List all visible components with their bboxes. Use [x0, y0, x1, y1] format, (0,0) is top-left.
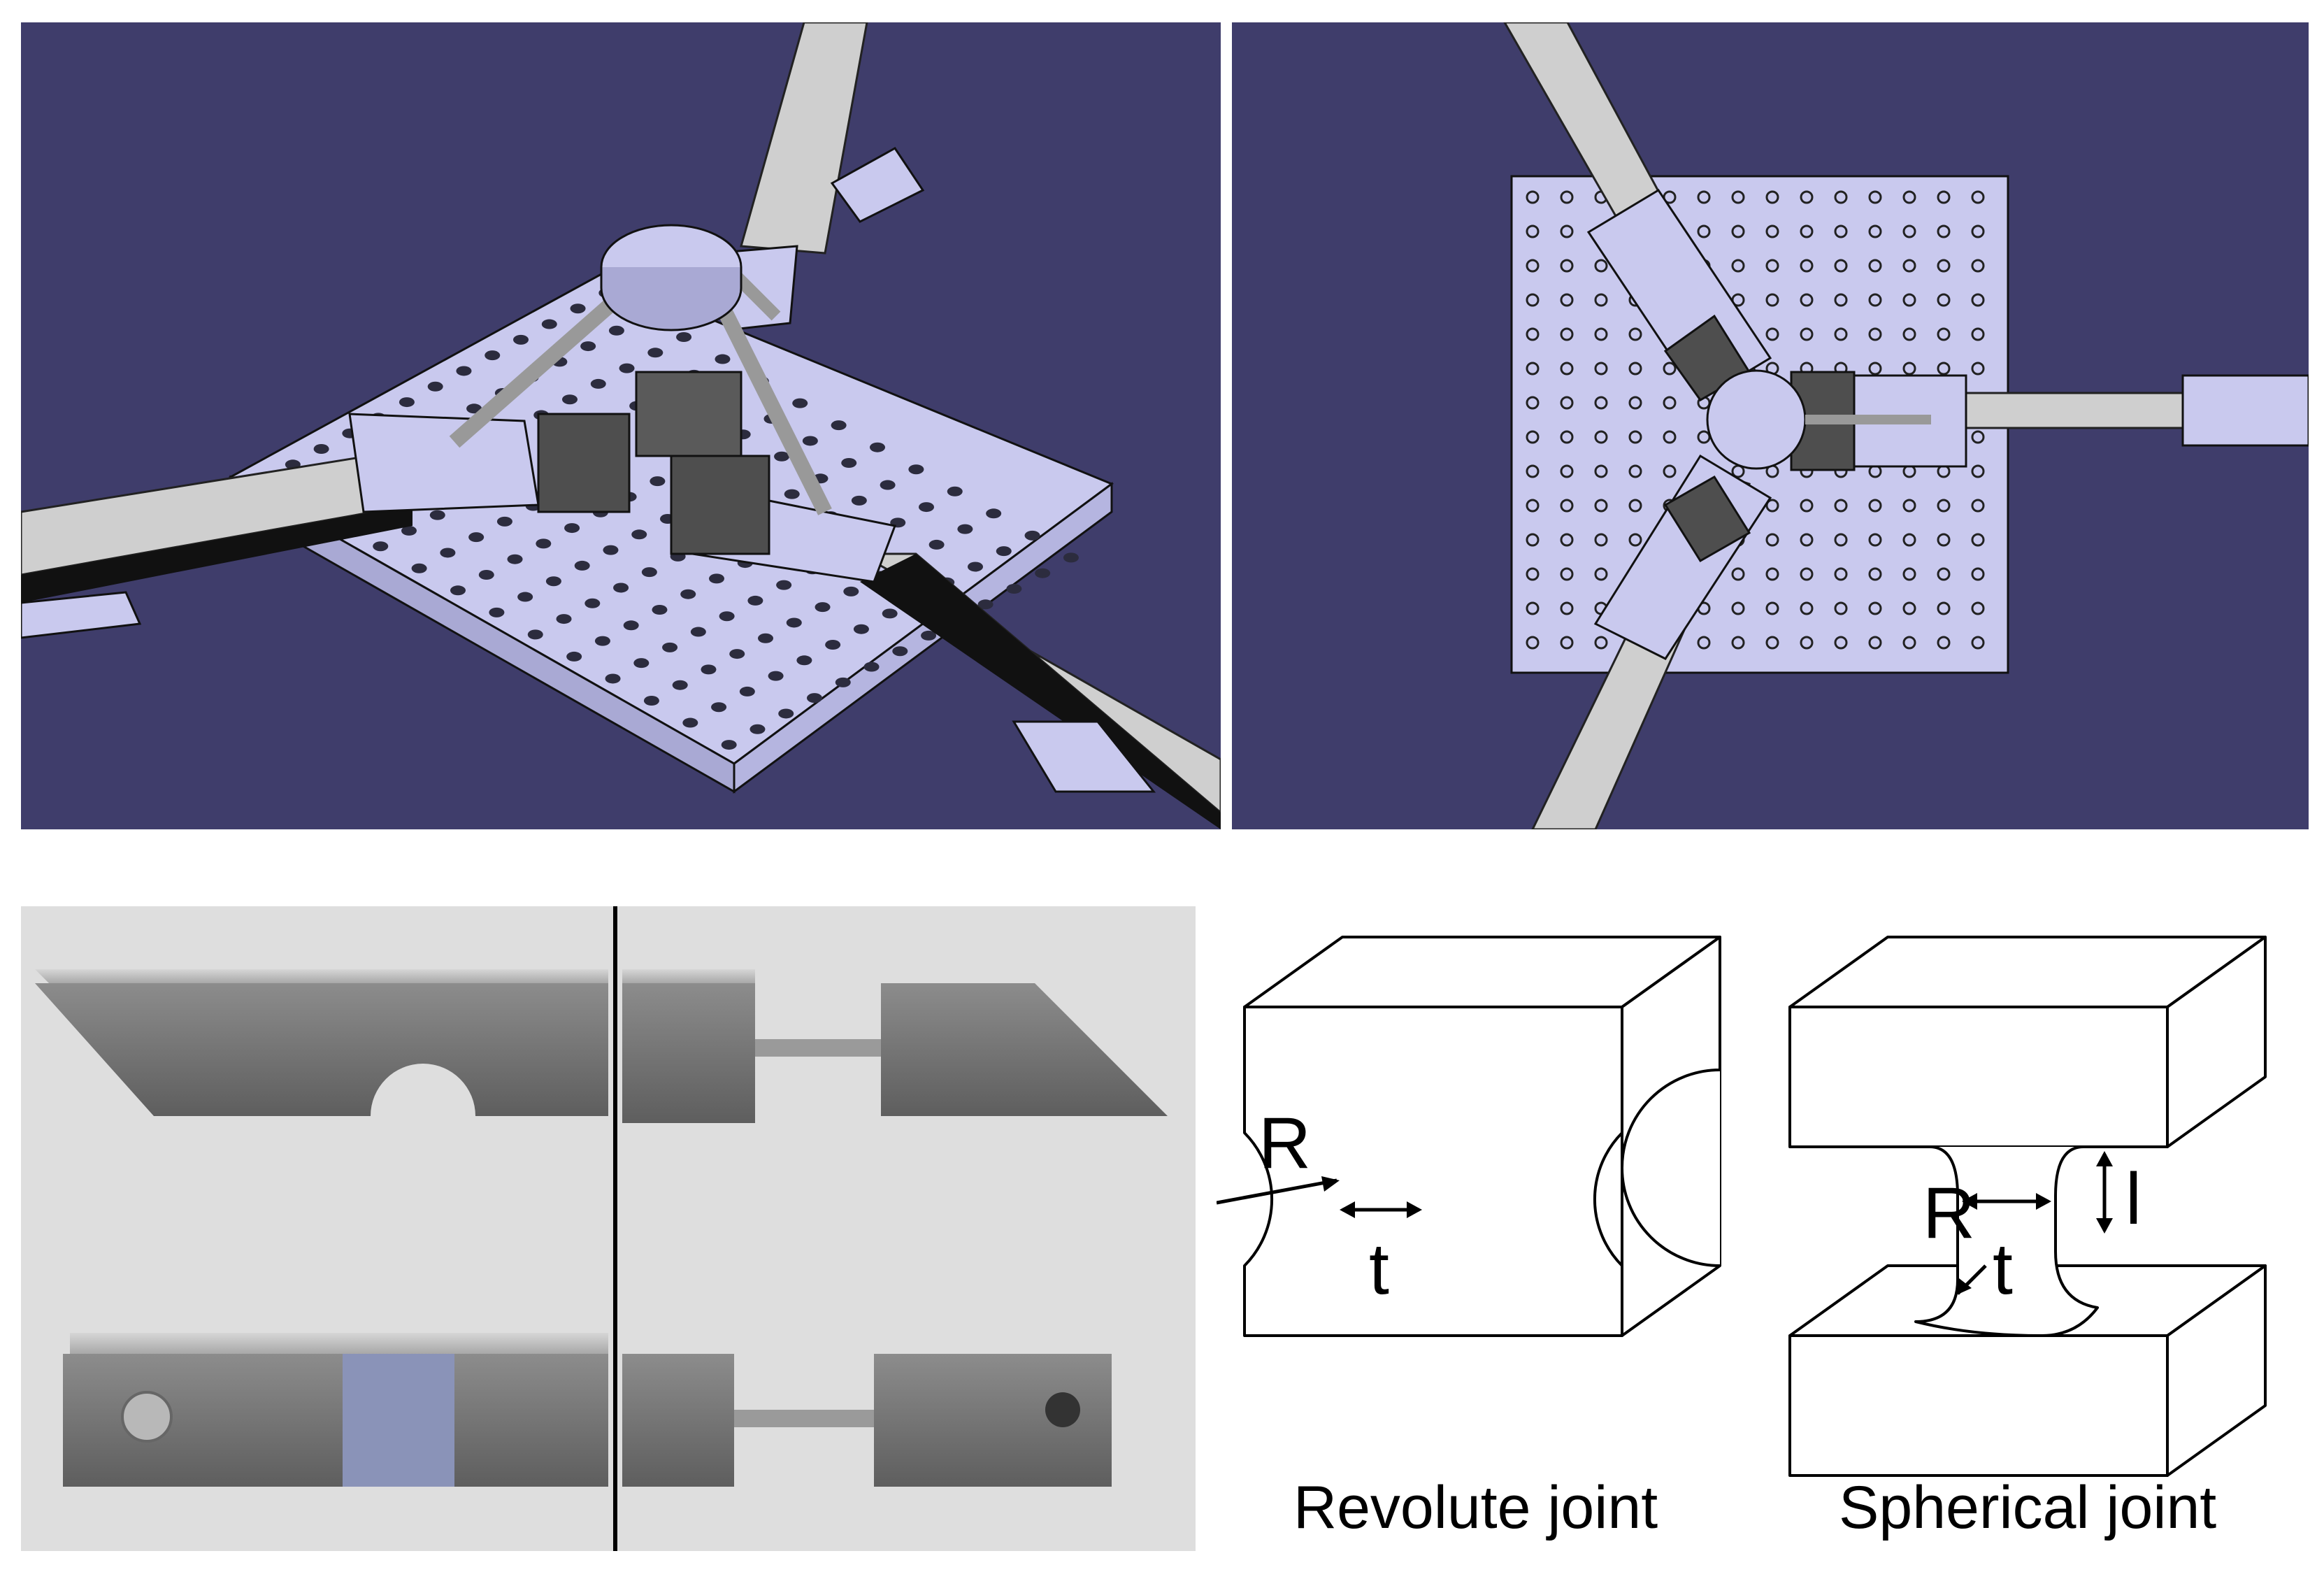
revolute-label-R: R	[1258, 1103, 1311, 1184]
carriage-left	[348, 413, 540, 513]
joint-diagrams-drawing: R t R t l Revolute joint Spherical joint	[1217, 936, 2267, 1541]
moving-platform	[1706, 369, 1807, 470]
flexure-photo	[21, 906, 1196, 1551]
revolute-caption: Revolute joint	[1293, 1474, 1658, 1541]
flexure-photo-drawing	[21, 906, 1196, 1551]
cad-top-view	[1232, 22, 2309, 829]
cad-top-drawing	[1503, 22, 2309, 829]
motor-block-1	[537, 413, 631, 513]
revolute-label-t: t	[1369, 1229, 1389, 1310]
spherical-caption: Spherical joint	[1839, 1474, 2216, 1541]
spherical-label-t: t	[1993, 1229, 2013, 1310]
motor-block-2	[635, 371, 743, 457]
cad-isometric-drawing	[21, 22, 1221, 829]
revolute-joint-diagram	[1243, 936, 1721, 1337]
spherical-label-l: l	[2125, 1159, 2142, 1240]
cad-isometric-view	[21, 22, 1221, 829]
joint-diagrams: R t R t l Revolute joint Spherical joint	[1217, 902, 2307, 1559]
rail-right	[856, 552, 1221, 814]
revolute-flexure-top	[35, 983, 608, 1116]
spherical-label-R: R	[1923, 1173, 1975, 1254]
motor-block-3	[670, 455, 770, 555]
spherical-joint-diagram	[1788, 936, 2267, 1477]
rail-top	[740, 22, 868, 255]
spherical-flexure-top	[881, 983, 1168, 1116]
